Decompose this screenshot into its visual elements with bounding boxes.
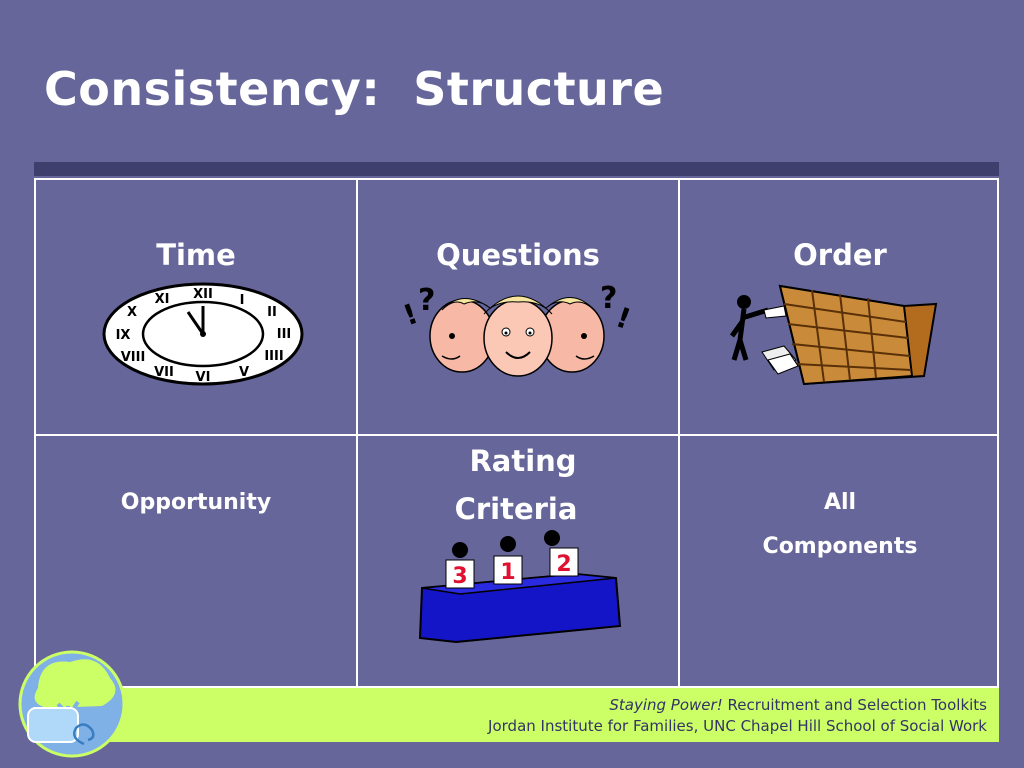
svg-text:II: II bbox=[267, 305, 277, 320]
svg-text:XI: XI bbox=[155, 292, 170, 307]
thinking-heads-icon: ! ? ? ! bbox=[402, 281, 634, 377]
svg-text:VI: VI bbox=[196, 370, 211, 385]
table-divider bbox=[36, 434, 997, 436]
footer-banner: Staying Power! Recruitment and Selection… bbox=[34, 688, 999, 742]
clock-icon: XII I II III IIII V VI VII VIII IX X XI bbox=[102, 282, 304, 386]
svg-text:XII: XII bbox=[193, 287, 213, 302]
table-divider bbox=[678, 180, 680, 686]
svg-text:IX: IX bbox=[116, 328, 131, 343]
cell-rating-label: Rating bbox=[469, 444, 577, 478]
structure-table: Time Questions Order XII I II III IIII V… bbox=[34, 178, 999, 688]
footer-brand-italic: Staying Power! bbox=[609, 696, 723, 714]
footer-brand-rest: Recruitment and Selection Toolkits bbox=[722, 696, 987, 714]
cell-time-label: Time bbox=[156, 238, 236, 272]
svg-text:III: III bbox=[277, 327, 292, 342]
judge-score: 2 bbox=[556, 552, 571, 577]
footer-brand: Staying Power! Recruitment and Selection… bbox=[609, 696, 987, 714]
filing-cabinet-icon bbox=[729, 284, 938, 386]
cell-questions-label: Questions bbox=[436, 238, 600, 272]
title-underline-bar bbox=[34, 162, 999, 176]
cell-criteria-label: Criteria bbox=[454, 492, 578, 526]
judge-score: 1 bbox=[500, 560, 515, 585]
slide-title: Consistency: Structure bbox=[44, 62, 665, 116]
svg-text:X: X bbox=[127, 305, 137, 320]
svg-text:?: ? bbox=[418, 283, 435, 318]
tree-logo-icon bbox=[18, 650, 126, 758]
svg-text:VIII: VIII bbox=[121, 350, 146, 365]
judge-score: 3 bbox=[452, 564, 467, 589]
footer-institute: Jordan Institute for Families, UNC Chape… bbox=[488, 717, 987, 735]
judges-panel-icon: 3 1 2 bbox=[418, 530, 622, 644]
svg-text:IIII: IIII bbox=[264, 349, 283, 364]
table-divider bbox=[356, 180, 358, 686]
svg-text:I: I bbox=[240, 293, 245, 308]
svg-text:V: V bbox=[239, 365, 249, 380]
cell-all-label: All bbox=[823, 490, 857, 515]
svg-text:VII: VII bbox=[154, 365, 174, 380]
cell-order-label: Order bbox=[793, 238, 887, 272]
cell-components-label: Components bbox=[762, 534, 918, 559]
svg-text:?: ? bbox=[600, 281, 617, 316]
cell-opportunity-label: Opportunity bbox=[120, 490, 272, 515]
